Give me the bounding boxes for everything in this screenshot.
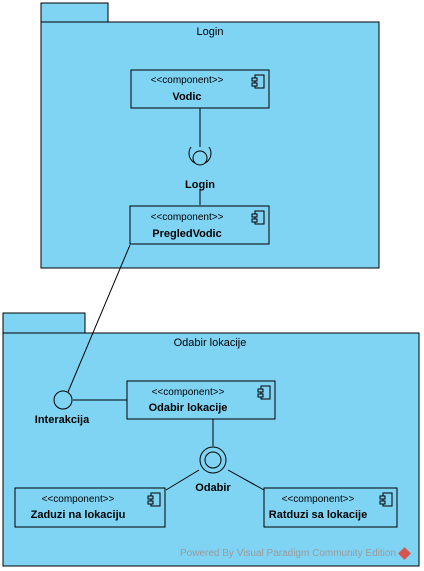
interface-to-zaduzi-line [165, 469, 200, 491]
interface-interakcija[interactable]: Interakcija [35, 390, 90, 426]
interface-interakcija-label: Interakcija [35, 414, 90, 426]
component-icon [257, 385, 271, 400]
component-icon [147, 492, 161, 507]
interakcija-lollipop [53, 390, 73, 410]
component-vodic[interactable]: <<component>> Vodic [130, 69, 270, 109]
interface-login-label: Login [185, 179, 215, 191]
package-odabir-lokacije[interactable]: Odabir lokacije [2, 312, 420, 567]
component-ratduzi-sa-lokacije[interactable]: <<component>> Ratduzi sa lokacije [263, 487, 398, 528]
watermark-text: Powered By Visual Paradigm Community Edi… [180, 548, 397, 559]
component-icon [251, 210, 265, 225]
login-lollipop [192, 150, 208, 166]
component-odabir-box [126, 380, 276, 420]
component-odabir-stereotype: <<component>> [152, 387, 225, 398]
component-icon [379, 492, 393, 507]
component-vodic-name: Vodic [172, 91, 201, 103]
watermark: Powered By Visual Paradigm Community Edi… [180, 546, 411, 560]
component-ratduzi-box [263, 487, 398, 528]
pregled-to-interakcija-line [67, 244, 131, 393]
component-vodic-box [130, 69, 270, 109]
package-login-tab [40, 2, 109, 23]
connectors [67, 108, 265, 491]
visual-paradigm-logo-icon [398, 546, 411, 560]
component-pregledvodic-box [129, 205, 270, 245]
component-zaduzi-name: Zaduzi na lokaciju [31, 509, 126, 521]
component-zaduzi-stereotype: <<component>> [42, 494, 115, 505]
package-login-label: Login [197, 26, 224, 38]
component-odabir-lokacije[interactable]: <<component>> Odabir lokacije [126, 380, 276, 420]
interface-odabir-label: Odabir [195, 482, 231, 494]
component-ratduzi-name: Ratduzi sa lokacije [269, 509, 367, 521]
component-ratduzi-stereotype: <<component>> [282, 494, 355, 505]
odabir-lollipop [204, 451, 222, 469]
package-odabir-tab [2, 312, 86, 334]
component-icon [251, 74, 265, 89]
component-pregledvodic-stereotype: <<component>> [151, 212, 224, 223]
component-zaduzi-na-lokaciju[interactable]: <<component>> Zaduzi na lokaciju [14, 487, 166, 528]
interface-odabir[interactable]: Odabir [195, 446, 231, 494]
interface-login[interactable]: Login [185, 146, 215, 191]
component-pregledvodic-name: PregledVodic [152, 228, 221, 240]
component-vodic-stereotype: <<component>> [151, 75, 224, 86]
component-odabir-name: Odabir lokacije [149, 402, 228, 414]
component-pregledvodic[interactable]: <<component>> PregledVodic [129, 205, 270, 245]
component-zaduzi-box [14, 487, 166, 528]
interface-to-ratduzi-line [227, 469, 265, 491]
package-odabir-label: Odabir lokacije [174, 337, 247, 349]
